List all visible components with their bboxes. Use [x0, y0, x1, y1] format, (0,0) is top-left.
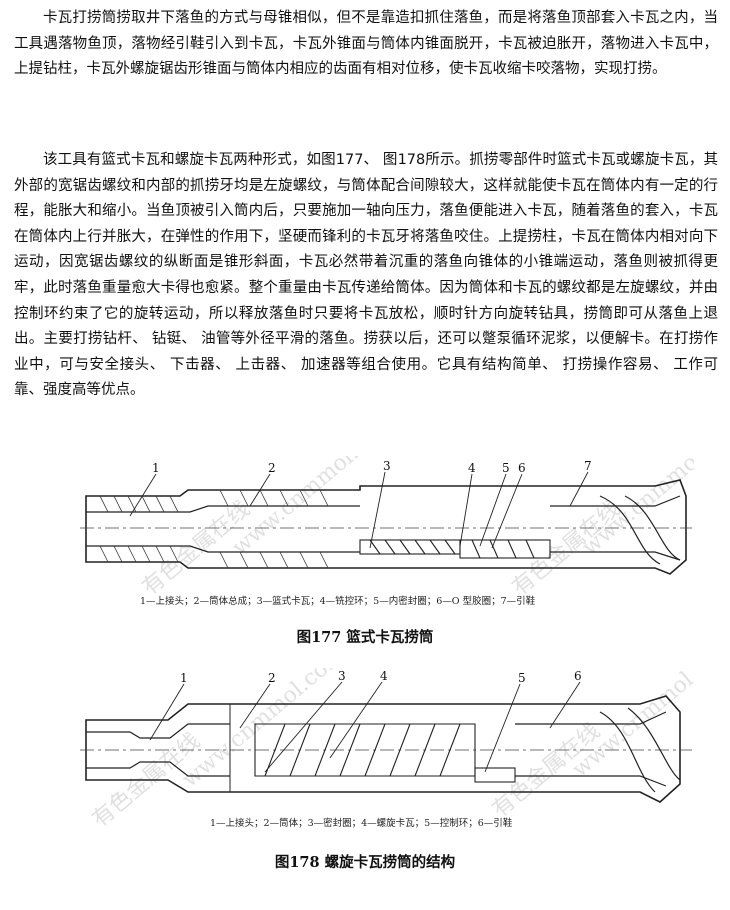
guide-shoe-bore — [515, 711, 667, 725]
control-ring — [474, 767, 516, 783]
top-sub-bore — [86, 505, 360, 513]
guide-shoe-bore-lower — [550, 551, 681, 561]
figure-177-basket-grapple-overshot: 有色金属在线 www.cnmmol.com 有色金属在线 www.cnmmol.… — [80, 456, 694, 616]
figure-177-drawing: 有色金属在线 www.cnmmol.com 有色金属在线 www.cnmmol.… — [80, 456, 694, 607]
watermark-url: www.cnmmol.com — [178, 668, 350, 793]
top-sub-bore-lower — [86, 761, 230, 777]
figure-177-legend: 1—上接头；2—筒体总成；3—篮式卡瓦；4—铣控环；5—内密封圈；6—O 型胶圈… — [140, 595, 536, 607]
part-number-1: 1 — [180, 671, 188, 685]
part-number-6: 6 — [518, 461, 526, 475]
overshot-outline — [85, 695, 681, 803]
part-number-4: 4 — [380, 669, 388, 683]
part-number-3: 3 — [338, 669, 346, 683]
part-number-5: 5 — [518, 671, 526, 685]
figure-178-caption: 图178 螺旋卡瓦捞筒的结构 — [274, 854, 456, 871]
guide-shoe-bore — [550, 495, 681, 507]
guide-shoe-curve — [599, 711, 656, 793]
figure-178-legend: 1—上接头；2—筒体；3—密封圈；4—螺旋卡瓦；5—控制环；6—引鞋 — [210, 817, 513, 829]
figure-178-drawing: 有色金属在线 www.cnmmol.com 有色金属在线 www.cnmmol.… — [80, 668, 694, 833]
part-number-7: 7 — [584, 459, 592, 473]
basket-grapple — [359, 539, 551, 559]
leader-lines — [149, 681, 581, 773]
top-sub-bore-lower — [86, 545, 360, 553]
hatch-lower — [99, 545, 329, 569]
leader-lines — [129, 471, 589, 549]
guide-shoe-curve-2 — [627, 707, 681, 781]
paragraph-intro: 卡瓦打捞筒捞取井下落鱼的方式与母锥相似，但不是靠造扣抓住落鱼，而是将落鱼顶部套入… — [14, 10, 718, 78]
guide-shoe-curve — [599, 495, 661, 565]
part-number-6: 6 — [574, 669, 582, 683]
guide-shoe-curve-2 — [624, 495, 681, 561]
part-number-2: 2 — [268, 671, 276, 685]
figure-177-caption: 图177 篮式卡瓦捞筒 — [296, 629, 434, 646]
hatch-upper — [99, 489, 329, 513]
top-sub-bore — [86, 723, 230, 739]
paragraph-types: 该工具有篮式卡瓦和螺旋卡瓦两种形式，如图177、 图178所示。抓捞零部件时篮式… — [14, 152, 718, 399]
figure-178-spiral-grapple-overshot: 有色金属在线 www.cnmmol.com 有色金属在线 www.cnmmol.… — [80, 668, 694, 836]
part-number-1: 1 — [152, 461, 160, 475]
part-number-3: 3 — [383, 459, 391, 473]
guide-shoe-bore-lower — [515, 775, 667, 787]
part-number-4: 4 — [468, 461, 476, 475]
part-number-5: 5 — [502, 461, 510, 475]
part-number-2: 2 — [268, 461, 276, 475]
